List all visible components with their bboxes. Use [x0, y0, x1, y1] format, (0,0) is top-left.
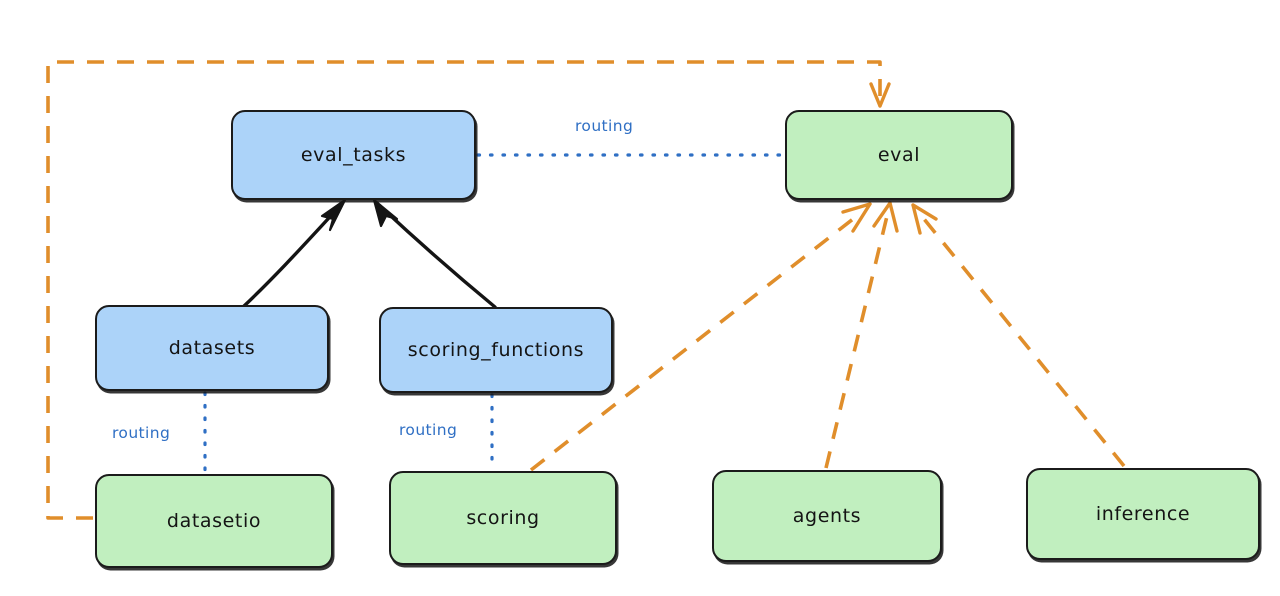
node-label-scoring_functions: scoring_functions — [407, 339, 585, 361]
node-eval[interactable]: eval — [785, 110, 1013, 200]
node-label-datasets: datasets — [168, 337, 256, 359]
edge-scoring_functions-to-eval_tasks — [372, 198, 497, 309]
edge-label-routing-scoring_functions-scoring: routing — [399, 421, 458, 439]
node-datasetio[interactable]: datasetio — [95, 474, 333, 568]
node-label-datasetio: datasetio — [166, 510, 262, 532]
edge-inference-to-eval — [911, 203, 1126, 468]
edge-agents-to-eval — [824, 201, 899, 469]
node-label-scoring: scoring — [466, 507, 540, 529]
edge-datasetio-to-eval — [46, 60, 891, 520]
edge-label-routing-datasets-datasetio: routing — [112, 424, 171, 442]
edge-datasets-to-eval_tasks — [241, 198, 347, 309]
node-inference[interactable]: inference — [1026, 468, 1260, 560]
edge-label-routing-eval_tasks-eval: routing — [575, 117, 634, 135]
node-label-eval_tasks: eval_tasks — [300, 144, 407, 166]
node-label-agents: agents — [792, 505, 862, 527]
node-eval_tasks[interactable]: eval_tasks — [231, 110, 476, 200]
node-datasets[interactable]: datasets — [95, 305, 329, 391]
node-agents[interactable]: agents — [712, 470, 942, 562]
node-label-eval: eval — [877, 144, 921, 166]
edge-scoring-to-eval — [529, 202, 872, 472]
node-label-inference: inference — [1095, 503, 1191, 525]
node-scoring_functions[interactable]: scoring_functions — [379, 307, 613, 393]
node-scoring[interactable]: scoring — [389, 471, 617, 565]
